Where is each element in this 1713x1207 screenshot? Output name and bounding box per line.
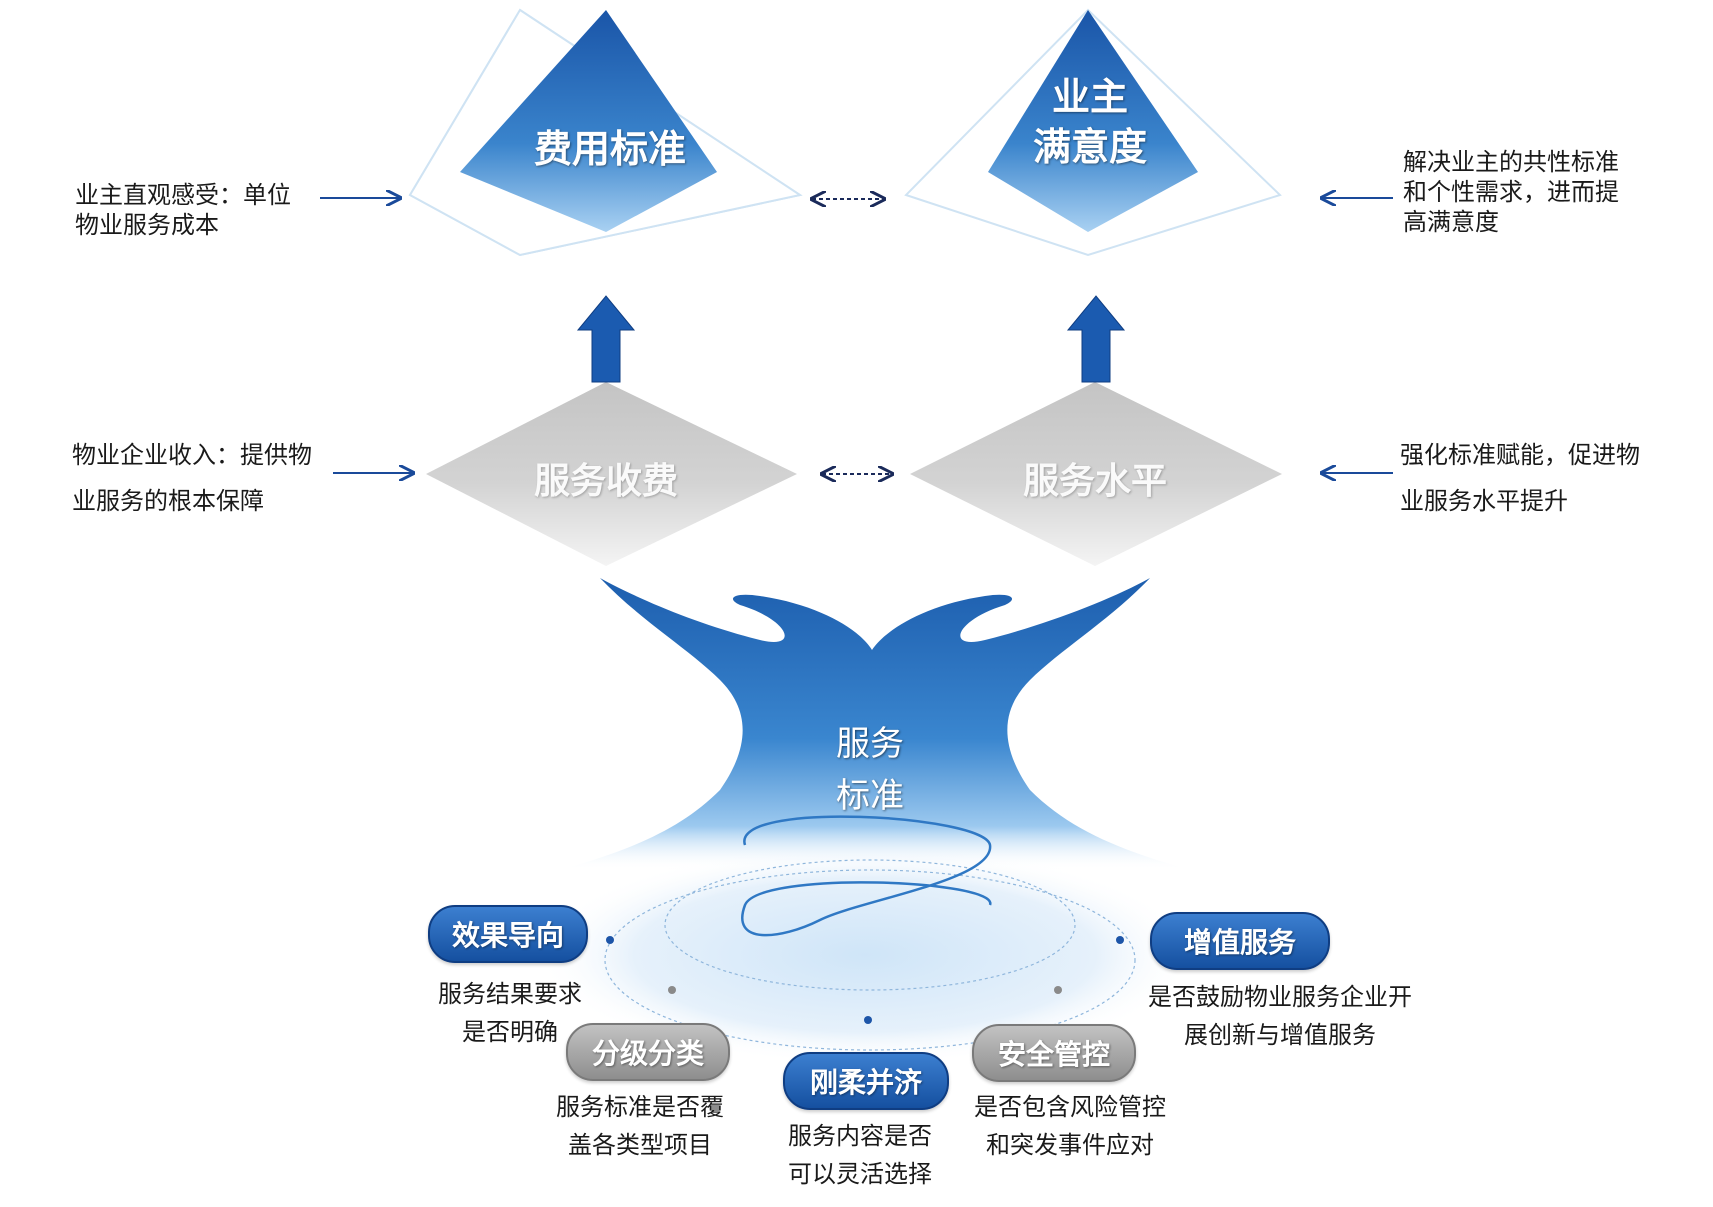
core-line: 标准 [836, 776, 904, 816]
orbit-dot [606, 936, 614, 944]
note-line: 解决业主的共性标准 [1403, 148, 1619, 176]
criterion-desc-effect-oriented: 服务结果要求 是否明确 [410, 975, 610, 1051]
note-line: 和个性需求，进而提 [1403, 178, 1619, 206]
orbit-dot [1054, 986, 1062, 994]
note-line: 物业企业收入：提供物 [72, 441, 312, 469]
orbit-dot [1116, 936, 1124, 944]
criterion-desc-safety-control: 是否包含风险管控 和突发事件应对 [950, 1088, 1190, 1164]
up-arrow-right [1066, 295, 1126, 383]
owner-satisfaction-line2: 满意度 [1032, 125, 1147, 169]
criterion-pill-value-added: 增值服务 [1150, 912, 1330, 970]
desc-line: 是否包含风险管控 [974, 1093, 1166, 1121]
orbit-outer [604, 869, 1136, 1051]
infinity-loop [741, 815, 992, 937]
desc-line: 是否明确 [462, 1018, 558, 1046]
desc-line: 服务结果要求 [438, 980, 582, 1008]
owner-satisfaction-line1: 业主 [1051, 75, 1128, 119]
desc-line: 是否鼓励物业服务企业开 [1148, 983, 1412, 1011]
top-right-gem [988, 10, 1198, 232]
criterion-pill-flexibility: 刚柔并济 [783, 1052, 949, 1110]
note-middle-right: 强化标准赋能，促进物 业服务水平提升 [1400, 432, 1640, 524]
up-arrow-left [576, 295, 636, 383]
criterion-pill-safety-control: 安全管控 [972, 1024, 1136, 1082]
core-line: 服务 [836, 724, 904, 764]
desc-line: 服务内容是否 [788, 1122, 932, 1150]
service-fee-label: 服务收费 [533, 461, 678, 502]
top-left-gem [460, 10, 717, 232]
desc-line: 服务标准是否覆 [556, 1093, 724, 1121]
orbit-dot [864, 1016, 872, 1024]
service-level-label: 服务水平 [1022, 461, 1167, 502]
service-standard-tree [560, 578, 1190, 870]
note-line: 物业服务成本 [75, 211, 219, 239]
criterion-pill-classification: 分级分类 [566, 1023, 730, 1081]
note-line: 业主直观感受：单位 [75, 181, 291, 209]
fee-standard-label: 费用标准 [533, 127, 686, 171]
owner-satisfaction-label: 业主 满意度 [1000, 72, 1180, 172]
criterion-desc-classification: 服务标准是否覆 盖各类型项目 [530, 1088, 750, 1164]
desc-line: 和突发事件应对 [986, 1131, 1154, 1159]
note-line: 业服务的根本保障 [72, 487, 264, 515]
note-line: 业服务水平提升 [1400, 487, 1568, 515]
desc-line: 展创新与增值服务 [1184, 1021, 1376, 1049]
note-top-left: 业主直观感受：单位 物业服务成本 [75, 180, 291, 240]
desc-line: 盖各类型项目 [568, 1131, 712, 1159]
note-middle-left: 物业企业收入：提供物 业服务的根本保障 [72, 432, 312, 524]
orbit-dot [668, 986, 676, 994]
note-line: 高满意度 [1403, 208, 1499, 236]
criterion-pill-effect-oriented: 效果导向 [428, 905, 588, 963]
note-top-right: 解决业主的共性标准 和个性需求，进而提 高满意度 [1403, 147, 1619, 237]
middle-right-diamond [910, 382, 1282, 566]
middle-left-diamond [426, 382, 797, 566]
orbit-inner [664, 859, 1076, 991]
criterion-desc-flexibility: 服务内容是否 可以灵活选择 [760, 1117, 960, 1193]
note-line: 强化标准赋能，促进物 [1400, 441, 1640, 469]
desc-line: 可以灵活选择 [788, 1160, 932, 1188]
base-glow [535, 845, 1195, 1065]
criterion-desc-value-added: 是否鼓励物业服务企业开 展创新与增值服务 [1130, 978, 1430, 1054]
service-standard-label: 服务 标准 [805, 718, 935, 822]
